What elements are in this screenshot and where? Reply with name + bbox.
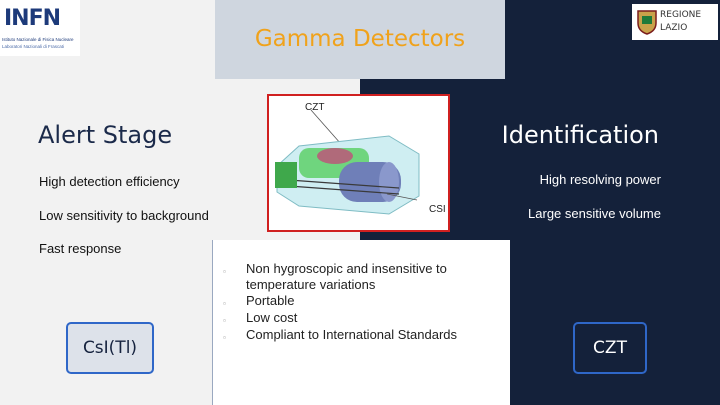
bullet-icon: ▫	[223, 267, 226, 276]
left-item-efficiency: High detection efficiency	[39, 174, 180, 189]
alert-stage-heading: Alert Stage	[38, 121, 173, 149]
region-lazio-logo: REGIONE LAZIO	[632, 4, 718, 40]
common-features-panel: ▫ Non hygroscopic and insensitive to tem…	[212, 240, 510, 405]
infn-logo-line2: Laboratori Nazionali di Frascati	[2, 44, 65, 49]
common-item-portable: Portable	[246, 293, 295, 308]
csi-badge: CsI(Tl)	[66, 322, 154, 374]
bullet-icon: ▫	[223, 299, 226, 308]
title-box	[215, 0, 505, 79]
detector-label-czt: CZT	[305, 102, 325, 113]
infn-logo: INFN Istituto Nazionale di Fisica Nuclea…	[0, 0, 80, 56]
bullet-icon: ▫	[223, 333, 226, 342]
right-item-resolving: High resolving power	[539, 172, 661, 187]
left-item-response: Fast response	[39, 241, 122, 256]
czt-badge: CZT	[573, 322, 647, 374]
bullet-icon: ▫	[223, 316, 226, 325]
slide-title: Gamma Detectors	[254, 26, 466, 52]
region-logo-line2: LAZIO	[660, 23, 688, 33]
region-logo-line1: REGIONE	[660, 10, 702, 20]
common-item-hygroscopic: Non hygroscopic and insensitive to tempe…	[246, 261, 447, 292]
detector-illustration	[275, 109, 420, 215]
infn-logo-line1: Istituto Nazionale di Fisica Nucleare	[2, 37, 74, 42]
right-item-volume: Large sensitive volume	[528, 206, 661, 221]
infn-logo-mark: INFN	[4, 6, 61, 31]
left-item-background: Low sensitivity to background	[39, 208, 209, 223]
region-emblem-icon	[637, 10, 657, 35]
identification-heading: Identification	[501, 121, 659, 149]
detector-label-csi: CSI	[429, 204, 446, 215]
common-item-cost: Low cost	[246, 310, 298, 325]
common-item-standards: Compliant to International Standards	[246, 327, 458, 342]
detector-image: CZT CSI	[267, 94, 450, 232]
